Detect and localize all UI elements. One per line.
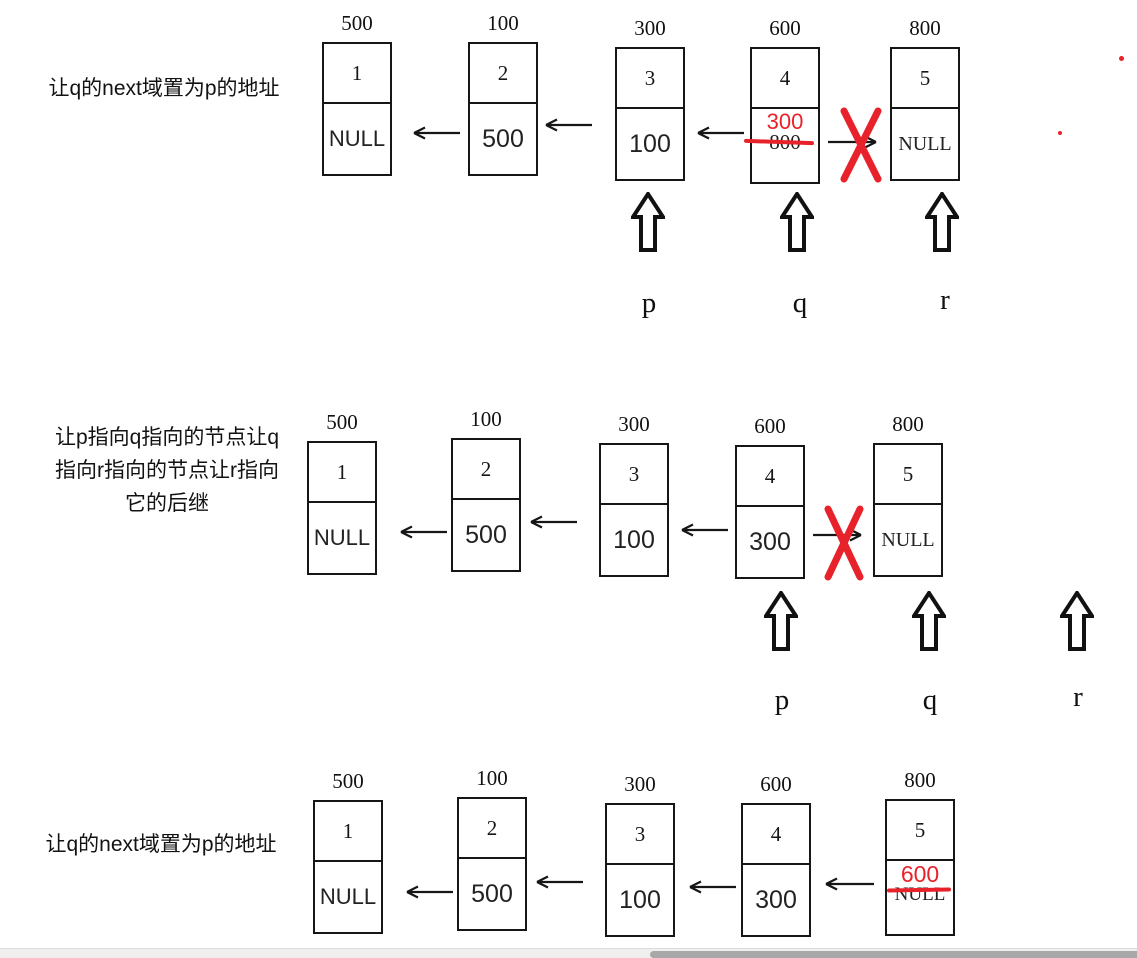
pointer-label-q: q — [922, 684, 938, 716]
node-500-step2: 500 1 NULL — [307, 410, 377, 575]
link-arrow-icon — [545, 118, 592, 132]
node-address: 600 — [769, 16, 801, 40]
node-next: NULL — [309, 503, 375, 573]
node-500-step1: 500 1 NULL — [322, 11, 392, 176]
pointer-label-p: p — [774, 684, 790, 716]
node-next: NULL — [315, 862, 381, 932]
pointer-up-arrow-icon — [764, 591, 798, 651]
link-arrow-icon — [536, 875, 583, 889]
node-value: 3 — [617, 49, 683, 109]
link-arrow-icon — [406, 885, 453, 899]
pointer-up-arrow-icon — [780, 192, 814, 252]
link-arrow-icon — [530, 515, 577, 529]
red-dot — [1058, 131, 1062, 135]
node-next: 500 — [470, 104, 536, 174]
pointer-up-arrow-icon — [925, 192, 959, 252]
node-100-step2: 100 2 500 — [451, 407, 521, 572]
node-800-step2: 800 5 NULL — [873, 412, 943, 577]
node-value: 1 — [315, 802, 381, 862]
node-500-step3: 500 1 NULL — [313, 769, 383, 934]
node-next: NULL — [324, 104, 390, 174]
node-value: 3 — [607, 805, 673, 865]
node-next: NULL — [892, 109, 958, 179]
pointer-label-r: r — [940, 284, 950, 316]
node-address: 800 — [904, 768, 936, 792]
red-x-icon — [840, 107, 882, 183]
horizontal-scrollbar[interactable] — [650, 951, 1137, 958]
link-arrow-icon — [413, 126, 460, 140]
new-next-value: 300 — [766, 109, 804, 134]
red-x-icon — [824, 505, 864, 581]
pointer-label-p: p — [641, 287, 657, 319]
node-address: 500 — [341, 11, 373, 35]
link-arrow-icon — [825, 877, 874, 891]
node-value: 1 — [324, 44, 390, 104]
node-next: NULL — [875, 505, 941, 575]
caption-line: 它的后继 — [125, 492, 209, 515]
window-bottom-band — [0, 948, 1137, 958]
node-address: 800 — [892, 412, 924, 436]
caption-line: 让q的next域置为p的地址 — [48, 77, 280, 100]
node-next: 500 — [453, 500, 519, 570]
node-address: 300 — [634, 16, 666, 40]
node-100-step3: 100 2 500 — [457, 766, 527, 931]
pointer-label-q: q — [792, 287, 808, 319]
node-address: 500 — [326, 410, 358, 434]
pointer-label-r: r — [1073, 681, 1083, 713]
node-address: 500 — [332, 769, 364, 793]
caption-line: 让q的next域置为p的地址 — [45, 833, 277, 856]
step1-caption: 让q的next域置为p的地址 — [24, 76, 304, 102]
node-value: 1 — [309, 443, 375, 503]
node-value: 4 — [743, 805, 809, 865]
step3-caption: 让q的next域置为p的地址 — [21, 832, 301, 858]
step2-caption: 让p指向q指向的节点让q 指向r指向的节点让r指向 它的后继 — [27, 421, 307, 520]
node-600-step1: 600 4 300 800 — [743, 16, 820, 184]
pointer-up-arrow-icon — [631, 192, 665, 252]
node-address: 600 — [754, 414, 786, 438]
node-address: 100 — [470, 407, 502, 431]
node-value: 4 — [752, 49, 818, 109]
node-address: 100 — [476, 766, 508, 790]
caption-line: 让p指向q指向的节点让q — [54, 426, 280, 449]
link-arrow-icon — [689, 880, 736, 894]
pointer-up-arrow-icon — [1060, 591, 1094, 651]
node-value: 2 — [453, 440, 519, 500]
node-next-overwritten: 600 NULL — [886, 861, 953, 934]
node-value: 2 — [459, 799, 525, 859]
node-600-step3: 600 4 300 — [741, 772, 811, 937]
node-value: 4 — [737, 447, 803, 507]
node-address: 100 — [487, 11, 519, 35]
caption-line: 指向r指向的节点让r指向 — [55, 459, 279, 482]
node-600-step2: 600 4 300 — [735, 414, 805, 579]
node-100-step1: 100 2 500 — [468, 11, 538, 176]
node-address: 300 — [618, 412, 650, 436]
link-arrow-icon — [697, 126, 744, 140]
node-next: 100 — [601, 505, 667, 575]
node-value: 5 — [892, 49, 958, 109]
node-300-step1: 300 3 100 — [615, 16, 685, 181]
node-value: 5 — [875, 445, 941, 505]
node-next-overwritten: 300 800 — [743, 109, 818, 182]
node-next: 300 — [743, 865, 809, 935]
node-300-step2: 300 3 100 — [599, 412, 669, 577]
node-800-step1: 800 5 NULL — [890, 16, 960, 181]
node-next: 100 — [607, 865, 673, 935]
node-800-step3: 800 5 600 NULL — [885, 768, 955, 936]
node-next: 500 — [459, 859, 525, 929]
pointer-up-arrow-icon — [912, 591, 946, 651]
link-arrow-icon — [681, 523, 728, 537]
red-dot — [1119, 56, 1124, 61]
link-arrow-icon — [400, 525, 447, 539]
node-next: 300 — [737, 507, 803, 577]
node-address: 600 — [760, 772, 792, 796]
node-next: 100 — [617, 109, 683, 179]
node-300-step3: 300 3 100 — [605, 772, 675, 937]
node-address: 800 — [909, 16, 941, 40]
node-address: 300 — [624, 772, 656, 796]
node-value: 3 — [601, 445, 667, 505]
node-value: 2 — [470, 44, 536, 104]
new-next-value: 600 — [900, 861, 940, 887]
node-value: 5 — [887, 801, 953, 861]
